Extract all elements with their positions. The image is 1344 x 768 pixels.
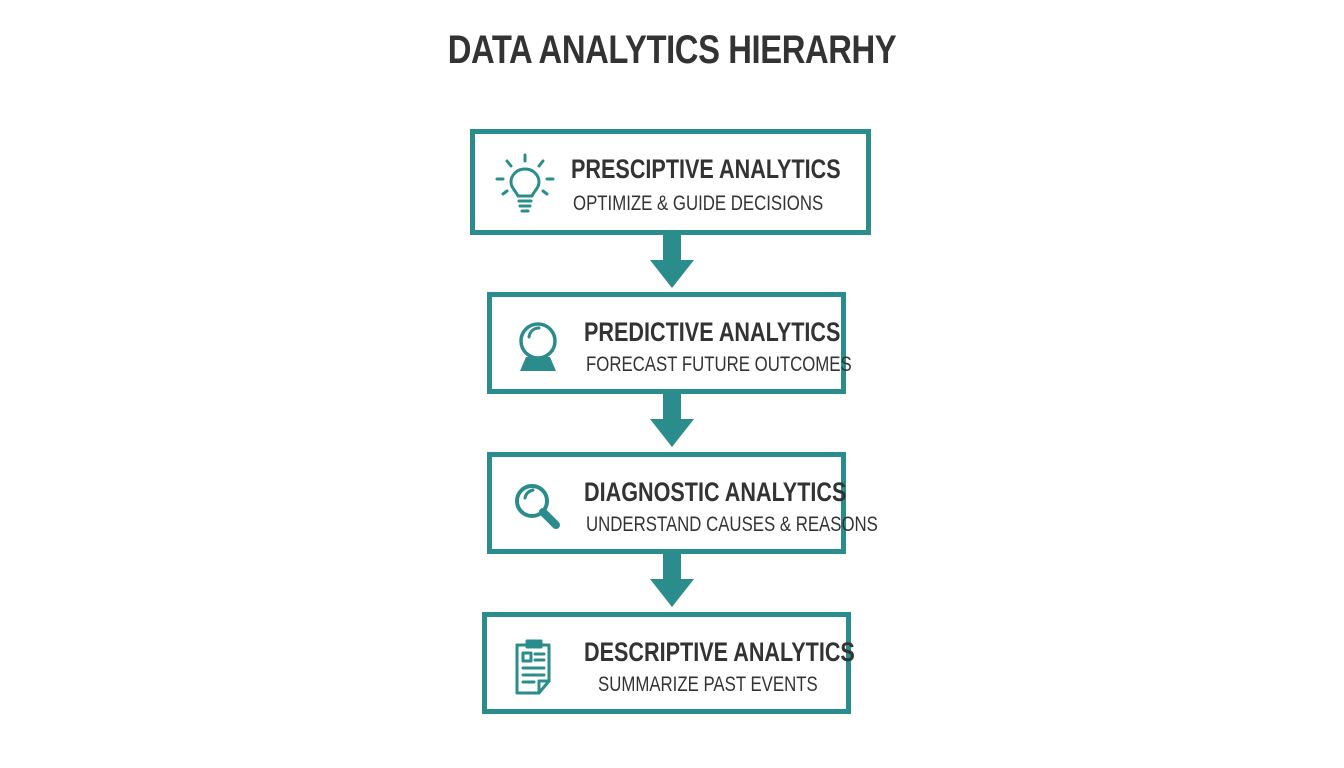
level-label: PREDICTIVE ANALYTICS [584,317,841,347]
level-description: FORECAST FUTURE OUTCOMES [586,353,852,376]
level-box-diagnostic: DIAGNOSTIC ANALYTICS UNDERSTAND CAUSES &… [487,452,878,554]
arrow-down-icon [650,234,694,288]
level-box-predictive: PREDICTIVE ANALYTICS FORECAST FUTURE OUT… [487,292,852,394]
level-description: SUMMARIZE PAST EVENTS [598,673,818,696]
level-label: DIAGNOSTIC ANALYTICS [584,477,847,507]
arrow-down-icon [650,393,694,447]
lightbulb-icon [493,151,557,215]
crystal-ball-icon [506,315,570,379]
level-description: UNDERSTAND CAUSES & REASONS [586,513,878,536]
arrow-down-icon [650,553,694,607]
level-box-prescriptive: PRESCIPTIVE ANALYTICS OPTIMIZE & GUIDE D… [470,129,871,235]
level-label: PRESCIPTIVE ANALYTICS [571,154,841,184]
level-box-descriptive: DESCRIPTIVE ANALYTICS SUMMARIZE PAST EVE… [482,612,855,714]
magnifier-icon [506,475,570,539]
level-label: DESCRIPTIVE ANALYTICS [584,637,855,667]
level-description: OPTIMIZE & GUIDE DECISIONS [573,192,824,215]
report-icon [503,635,567,699]
diagram-title: DATA ANALYTICS HIERARHY [447,28,897,72]
